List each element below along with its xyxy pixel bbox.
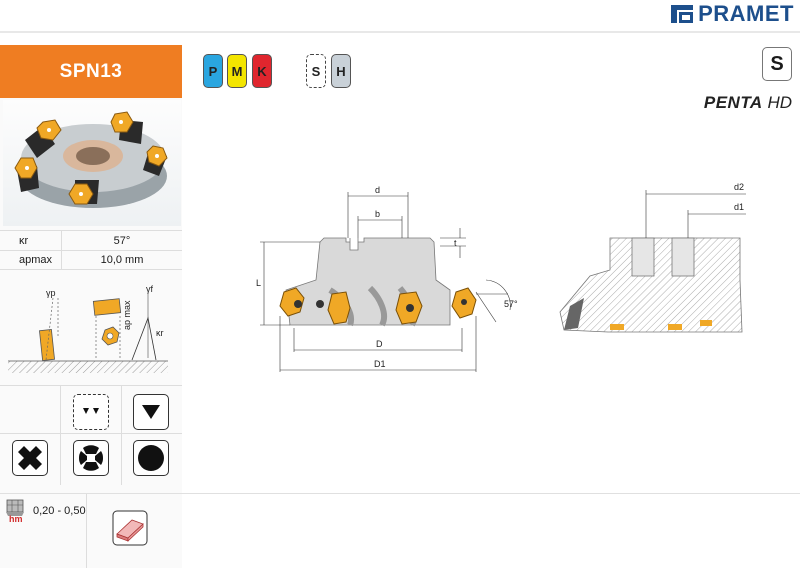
cutter-section-view-drawing: d2 d1 xyxy=(559,182,746,333)
material-s-badge: S xyxy=(306,54,326,88)
dim-L-label: L xyxy=(256,278,261,288)
cutter-photo xyxy=(3,100,181,226)
material-k-badge: K xyxy=(252,54,272,88)
bottom-divider xyxy=(0,493,800,494)
continuous-cut-icon xyxy=(133,440,169,476)
grid-divider-mid xyxy=(0,433,182,434)
grid-divider-v1 xyxy=(60,385,61,485)
material-h-badge: H xyxy=(331,54,351,88)
gamma-f-label: γf xyxy=(146,284,154,294)
series-light: HD xyxy=(762,93,792,112)
material-p-badge: P xyxy=(203,54,223,88)
grade-badge: S xyxy=(762,47,792,81)
param-kappa-symbol: κr xyxy=(0,231,62,250)
coolant-double-icon xyxy=(73,394,109,430)
dim-angle-label: 57° xyxy=(504,299,518,309)
dim-b-label: b xyxy=(375,209,380,219)
gamma-p-label: γp xyxy=(46,288,56,298)
hm-symbol: hm xyxy=(9,514,23,524)
dim-d-label: d xyxy=(375,185,380,195)
dim-D-label: D xyxy=(376,339,383,349)
kappa-r-label: κr xyxy=(156,328,164,338)
grid-divider-v2 xyxy=(121,385,122,485)
pramet-logo-icon xyxy=(671,5,694,23)
dim-D1-label: D1 xyxy=(374,359,386,369)
dim-t-label: t xyxy=(454,238,457,248)
dim-d1-label: d1 xyxy=(734,202,744,212)
material-m-badge: M xyxy=(227,54,247,88)
insert-geometry-diagram: γp γf κr ap max xyxy=(8,284,168,373)
header-divider xyxy=(0,31,800,33)
cutter-side-view-drawing: d b L t D D1 57° xyxy=(256,185,518,372)
param-kappa-value: 57° xyxy=(113,234,131,247)
bottom-divider-v xyxy=(86,494,87,568)
param-row-kappa: κr 57° xyxy=(0,230,182,250)
brand-logo: PRAMET xyxy=(669,1,794,26)
grid-divider-top xyxy=(0,385,182,386)
dim-d2-label: d2 xyxy=(734,182,744,192)
interrupted-cut-icon xyxy=(12,440,48,476)
hm-value: 0,20 - 0,50 xyxy=(33,505,86,517)
product-code: SPN13 xyxy=(0,45,182,98)
light-interruption-icon xyxy=(73,440,109,476)
series-bold: PENTA xyxy=(703,93,763,112)
coolant-single-icon xyxy=(133,394,169,430)
workpiece-icon xyxy=(112,510,148,546)
brand-name: PRAMET xyxy=(698,1,794,26)
param-apmax-value: 10,0 mm xyxy=(100,254,144,266)
chip-thickness-icon xyxy=(6,499,24,516)
series-name: PENTA HD xyxy=(704,93,792,113)
param-row-apmax: apmax 10,0 mm xyxy=(0,250,182,270)
param-apmax-symbol: apmax xyxy=(0,251,62,269)
ap-max-label: ap max xyxy=(122,300,132,330)
